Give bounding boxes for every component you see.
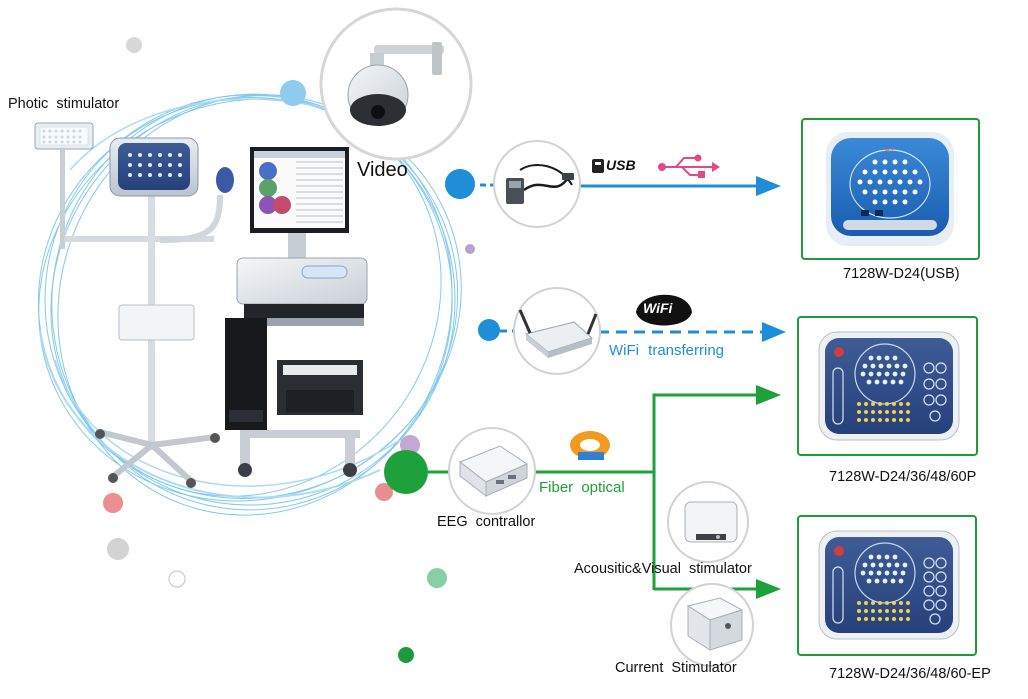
usb-word-label: USB <box>606 157 636 173</box>
fiber-optical-lines <box>428 385 781 599</box>
eeg-controller-label: EEG contrallor <box>437 514 536 530</box>
video-camera-circle <box>319 7 473 161</box>
video-label: Video <box>357 159 408 181</box>
eeg-controller-circle <box>448 427 536 515</box>
device-frame-ep <box>797 515 977 656</box>
device-frame-p <box>797 316 978 456</box>
fiber-spool-circle <box>567 422 613 468</box>
device-frame-usb: NCC <box>801 118 980 260</box>
usb-cable-circle <box>493 140 581 228</box>
usb-logo-icon <box>592 159 604 173</box>
current-stimulator-label: Current Stimulator <box>615 660 737 676</box>
fiber-arrowhead-ep <box>756 579 781 599</box>
av-stimulator-label: Acousitic&Visual stimulator <box>574 561 752 577</box>
headbox-ep-image <box>818 530 960 640</box>
stand-amplifier <box>109 137 199 197</box>
usb-arrowhead <box>756 176 781 196</box>
wifi-arrowhead <box>762 322 786 342</box>
model-usb-label: 7128W-D24(USB) <box>843 266 960 282</box>
headbox-p-image <box>818 331 960 441</box>
usb-trident-icon <box>658 154 720 178</box>
fiber-arrowhead-p <box>756 385 781 405</box>
fiber-optical-label: Fiber optical <box>539 479 625 496</box>
usb-connection-line <box>480 176 781 196</box>
decorative-dots <box>103 37 500 663</box>
headbox-usb-image: NCC <box>826 132 954 246</box>
device-brand-usb: NCC <box>885 148 896 154</box>
wifi-badge-label: WiFi <box>643 300 673 316</box>
router-circle <box>513 287 601 375</box>
photic-stimulator-stand <box>34 122 234 488</box>
eeg-workstation <box>225 147 368 477</box>
model-ep-label: 7128W-D24/36/48/60-EP <box>829 666 991 682</box>
photic-stimulator-label: Photic stimulator <box>8 96 120 112</box>
av-stimulator-circle <box>667 481 749 563</box>
wifi-badge-icon <box>636 294 692 326</box>
model-p-label: 7128W-D24/36/48/60P <box>829 469 977 485</box>
current-stimulator-circle <box>670 583 754 667</box>
wifi-transferring-label: WiFi transferring <box>609 342 725 359</box>
wifi-connection-line <box>500 322 786 342</box>
